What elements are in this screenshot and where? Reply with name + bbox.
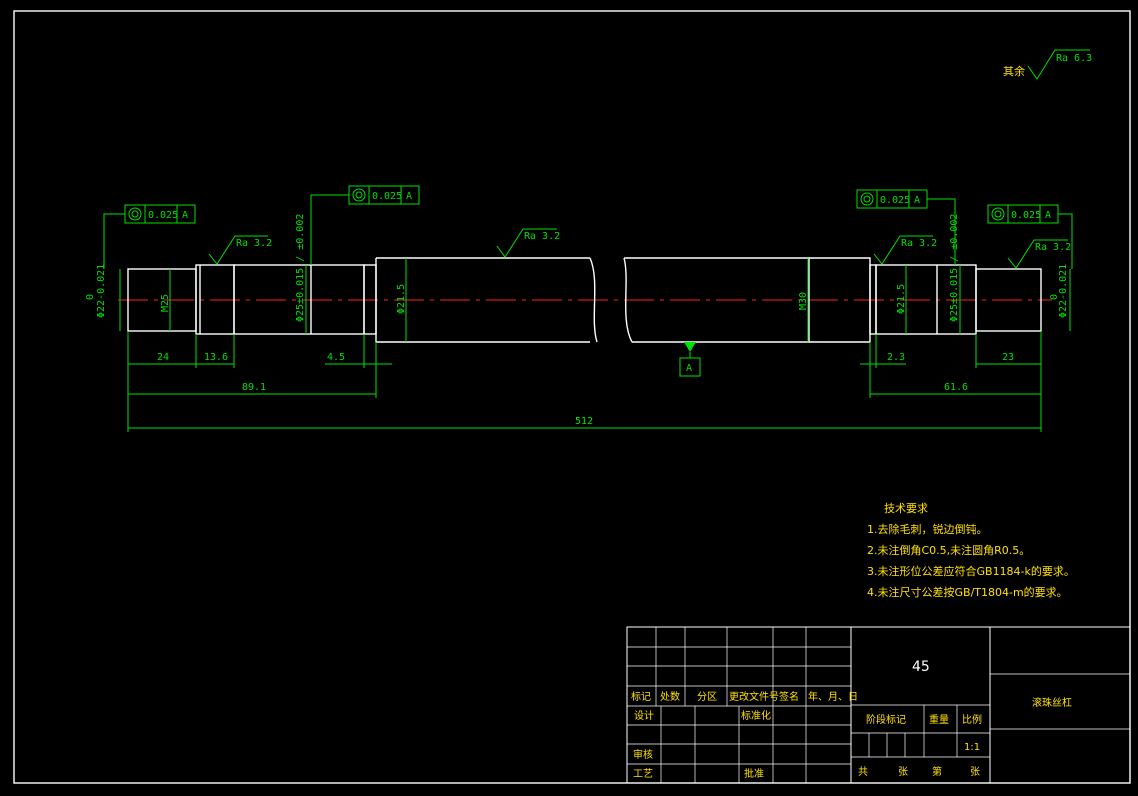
dim-13-6: 13.6 <box>204 352 228 363</box>
dim-4-5: 4.5 <box>327 352 345 363</box>
roughness-1: Ra 3.2 <box>236 238 272 249</box>
tb-material: 45 <box>912 659 930 675</box>
tb-part-name: 滚珠丝杠 <box>1032 696 1072 709</box>
tb-sheet-unit-2: 张 <box>970 766 980 778</box>
tolerance-4-value: 0.025 <box>1011 210 1041 221</box>
tb-row-process: 工艺 <box>633 768 653 780</box>
dim-right-bearing: Φ25±0.015 / ±0.002 <box>949 214 960 322</box>
tb-header-3: 分区 <box>697 691 717 703</box>
diameter-dims: Φ22-0.021 0 M25 Φ25±0.015 / ±0.002 Φ21.5… <box>85 214 1071 342</box>
linear-dims: 24 13.6 4.5 89.1 512 2.3 23 61.6 <box>127 331 1042 432</box>
dim-m25: M25 <box>160 294 171 312</box>
dim-512: 512 <box>575 416 593 427</box>
datum-a: A <box>679 342 701 377</box>
datum-a-label: A <box>686 363 692 374</box>
tb-row-design: 设计 <box>634 709 654 722</box>
dim-left-end-upper: 0 <box>85 294 96 300</box>
tb-scale-value: 1:1 <box>964 742 980 753</box>
tech-requirements: 技术要求 1.去除毛刺，锐边倒钝。 2.未注倒角C0.5,未注圆角R0.5。 3… <box>867 502 1075 599</box>
tb-sheet-unit: 张 <box>898 766 908 778</box>
dim-m30: M30 <box>798 292 809 310</box>
tolerance-2-value: 0.025 <box>372 191 402 202</box>
roughness-4: Ra 3.2 <box>1035 242 1071 253</box>
roughness-3: Ra 3.2 <box>901 238 937 249</box>
tech-item-3: 3.未注形位公差应符合GB1184-k的要求。 <box>867 564 1075 578</box>
tb-header-5: 签名 <box>779 690 799 703</box>
roughness-2: Ra 3.2 <box>524 231 560 242</box>
tb-row-approve: 批准 <box>744 767 764 780</box>
tb-sheet-index: 第 <box>932 765 942 778</box>
tb-row-standard: 标准化 <box>741 709 771 722</box>
dim-right-end-upper: 0 <box>1049 294 1060 300</box>
dim-right-end: Φ22-0.021 <box>1058 264 1069 318</box>
dim-23: 23 <box>1002 352 1014 363</box>
dim-89-1: 89.1 <box>242 382 266 393</box>
tolerance-frames: 0.025 A 0.025 A 0.025 A 0.025 A <box>103 185 1073 269</box>
tb-header-1: 标记 <box>631 691 651 703</box>
tolerance-3-value: 0.025 <box>880 195 910 206</box>
tolerance-1-value: 0.025 <box>148 210 178 221</box>
dim-24: 24 <box>157 352 169 363</box>
dim-left-shoulder: Φ21.5 <box>396 284 407 314</box>
tb-weight: 重量 <box>929 713 949 726</box>
tech-title: 技术要求 <box>884 502 928 515</box>
tolerance-1-datum: A <box>182 210 188 221</box>
dim-2-3: 2.3 <box>887 352 905 363</box>
tolerance-4-datum: A <box>1045 210 1051 221</box>
default-roughness-label: 其余 <box>1003 64 1025 78</box>
tb-sheet-total: 共 <box>858 766 868 778</box>
tech-item-4: 4.未注尺寸公差按GB/T1804-m的要求。 <box>867 585 1068 599</box>
tb-row-review: 审核 <box>633 748 653 761</box>
tech-item-2: 2.未注倒角C0.5,未注圆角R0.5。 <box>867 543 1030 557</box>
shaft-outline <box>127 257 1042 343</box>
title-block: 标记 处数 分区 更改文件号 签名 年、月、日 设计 标准化 审核 工艺 批准 … <box>626 626 1131 784</box>
dim-right-shoulder: Φ21.5 <box>896 284 907 314</box>
tolerance-2-datum: A <box>406 191 412 202</box>
default-roughness: 其余 Ra 6.3 <box>1003 49 1092 80</box>
tb-header-4: 更改文件号 <box>729 690 779 703</box>
tb-stage: 阶段标记 <box>866 713 906 726</box>
tech-item-1: 1.去除毛刺，锐边倒钝。 <box>867 522 988 536</box>
tb-scale: 比例 <box>962 713 982 726</box>
dim-61-6: 61.6 <box>944 382 968 393</box>
default-roughness-value: Ra 6.3 <box>1056 53 1092 64</box>
tb-header-6: 年、月、日 <box>808 690 858 703</box>
drawing-border <box>13 10 1131 784</box>
dim-left-bearing: Φ25±0.015 / ±0.002 <box>295 214 306 322</box>
tolerance-3-datum: A <box>914 195 920 206</box>
roughness-symbols: Ra 3.2 Ra 3.2 Ra 3.2 Ra 3.2 <box>208 228 1071 269</box>
dim-left-end: Φ22-0.021 <box>96 264 107 318</box>
tb-header-2: 处数 <box>660 690 680 703</box>
